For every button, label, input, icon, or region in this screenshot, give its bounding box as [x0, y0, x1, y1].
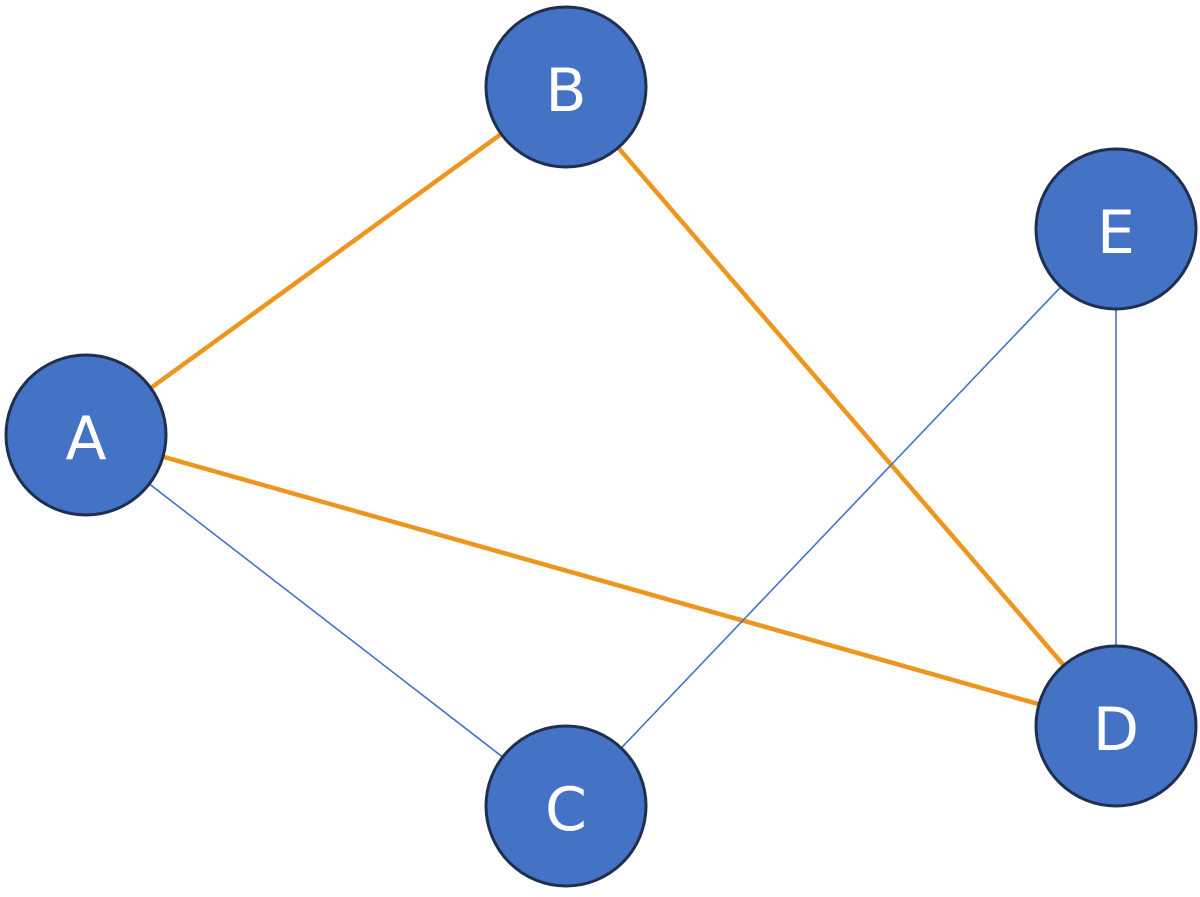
nodes-layer: A B C D E: [4, 5, 1198, 888]
node-label-b: B: [545, 56, 586, 126]
node-d: D: [1034, 644, 1198, 808]
node-circle-c: [484, 724, 648, 888]
node-circle-a: [4, 353, 168, 517]
edge-a-d: [83, 432, 1119, 729]
node-label-e: E: [1097, 198, 1135, 268]
edge-b-d: [563, 84, 1119, 729]
node-label-c: C: [545, 775, 587, 845]
edges-layer: [83, 84, 1119, 807]
node-circle-d: [1034, 644, 1198, 808]
node-circle-b: [484, 5, 648, 169]
node-label-d: D: [1093, 695, 1139, 765]
node-c: C: [484, 724, 648, 888]
node-circle-e: [1034, 147, 1198, 311]
node-e: E: [1034, 147, 1198, 311]
node-label-a: A: [65, 404, 106, 474]
edge-c-e: [565, 228, 1117, 807]
node-b: B: [484, 5, 648, 169]
edge-a-b: [83, 84, 569, 438]
edge-a-c: [85, 434, 567, 807]
node-a: A: [4, 353, 168, 517]
